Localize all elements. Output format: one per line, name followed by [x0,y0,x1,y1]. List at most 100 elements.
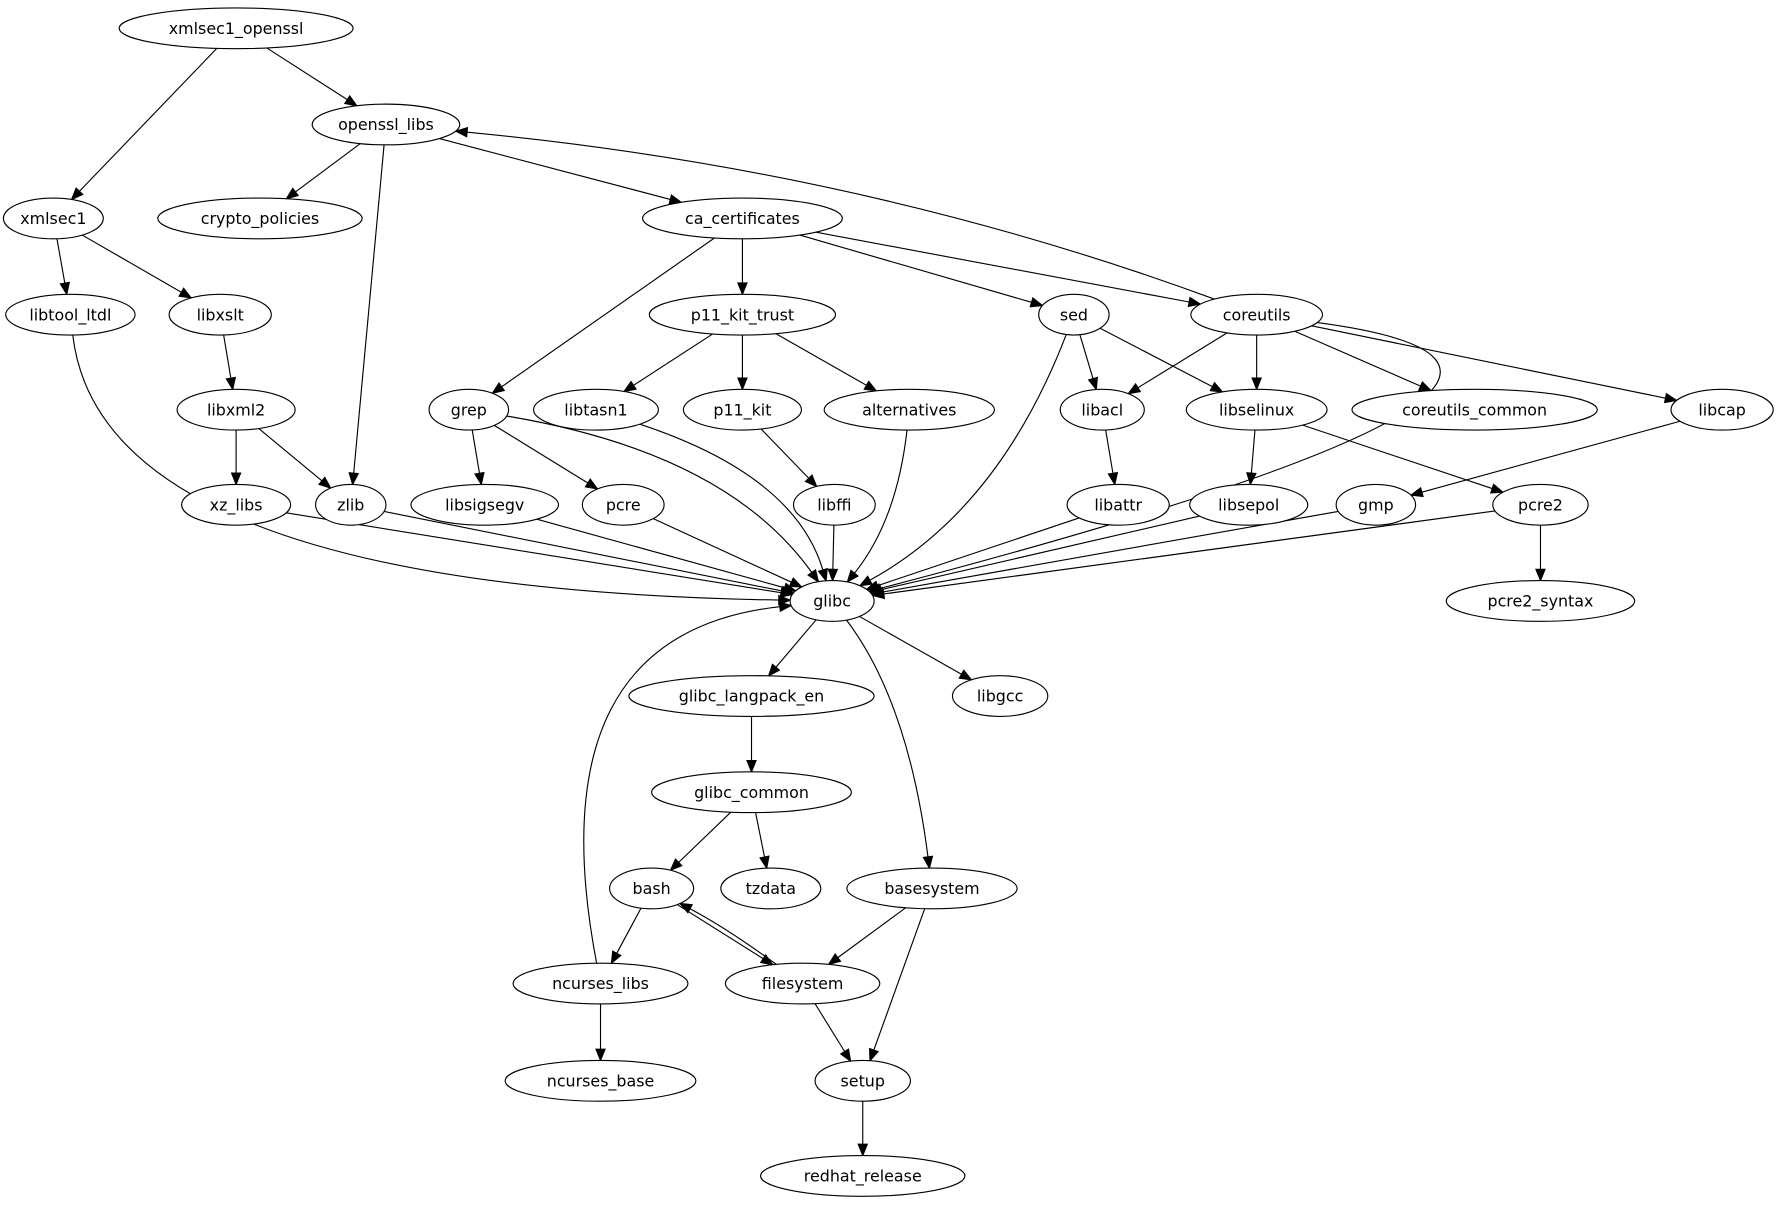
node-libffi[interactable]: libffi [792,483,876,526]
node-label: libxslt [197,305,244,324]
edge-p11_kit_trust-to-libtasn1 [622,333,713,393]
node-ncurses_base[interactable]: ncurses_base [504,1059,697,1102]
arrowhead-icon [817,567,828,583]
arrowhead-icon [958,669,973,681]
arrowhead-icon [669,858,683,872]
edge-glibc_common-to-bash [669,811,732,872]
node-setup[interactable]: setup [814,1059,912,1102]
node-coreutils_common[interactable]: coreutils_common [1351,388,1598,431]
arrowhead-icon [1409,486,1424,498]
arrowhead-icon [225,376,237,391]
node-pcre[interactable]: pcre [581,483,665,526]
node-crypto_policies[interactable]: crypto_policies [157,197,363,240]
node-ca_certificates[interactable]: ca_certificates [641,197,843,240]
edge-glibc-to-glibc_langpack_en [767,619,817,678]
edge-coreutils-to-coreutils_common [1294,330,1433,392]
node-label: glibc_langpack_en [679,687,825,707]
arrowhead-icon [343,94,359,107]
node-sed[interactable]: sed [1038,293,1110,336]
arrowhead-icon [1209,381,1224,393]
arrowhead-icon [610,950,622,965]
node-glibc[interactable]: glibc [789,580,875,622]
node-redhat_release[interactable]: redhat_release [760,1154,966,1197]
node-grep[interactable]: grep [428,388,510,431]
node-label: pcre2 [1518,495,1563,514]
edge-pcre2-to-glibc [871,510,1496,600]
edge-sed-to-libselinux [1099,327,1224,393]
node-pcre2[interactable]: pcre2 [1492,483,1589,526]
node-filesystem[interactable]: filesystem [724,962,881,1005]
node-libselinux[interactable]: libselinux [1185,388,1328,431]
node-label: libxml2 [207,400,265,419]
arrowhead-icon [178,287,193,299]
node-xz_libs[interactable]: xz_libs [181,483,292,526]
node-label: libtasn1 [564,400,627,419]
node-openssl_libs[interactable]: openssl_libs [311,103,461,146]
arrowhead-icon [1663,392,1679,404]
node-label: basesystem [884,879,979,898]
node-label: gmp [1358,495,1394,514]
node-libxslt[interactable]: libxslt [168,293,272,336]
node-ncurses_libs[interactable]: ncurses_libs [512,962,689,1005]
node-libacl[interactable]: libacl [1059,388,1145,431]
node-p11_kit[interactable]: p11_kit [682,388,803,431]
arrowhead-icon [857,1143,869,1158]
edge-pcre2-to-pcre2_syntax [1535,525,1546,583]
node-libsigsegv[interactable]: libsigsegv [410,483,560,526]
node-libtool_ltdl[interactable]: libtool_ltdl [5,293,136,336]
node-pcre2_syntax[interactable]: pcre2_syntax [1445,580,1636,622]
edge-glibc-to-basesystem [846,619,934,870]
edge-sed-to-libacl [1079,334,1099,392]
node-label: sed [1060,305,1088,324]
node-libcap[interactable]: libcap [1670,388,1774,431]
node-label: setup [841,1072,885,1091]
node-libattr[interactable]: libattr [1066,483,1170,526]
node-gmp[interactable]: gmp [1335,483,1417,526]
node-basesystem[interactable]: basesystem [846,867,1018,910]
node-label: xmlsec1_openssl [169,19,304,39]
node-libgcc[interactable]: libgcc [951,675,1049,717]
node-bash[interactable]: bash [609,867,695,910]
node-label: coreutils [1223,305,1291,324]
edge-libselinux-to-pcre2 [1302,424,1505,494]
node-label: libcap [1698,400,1745,419]
arrowhead-icon [871,588,886,600]
arrowhead-icon [767,663,781,678]
arrowhead-icon [348,472,360,486]
arrowhead-icon [922,855,934,870]
node-label: filesystem [762,974,844,993]
node-libsepol[interactable]: libsepol [1189,483,1309,526]
node-glibc_langpack_en[interactable]: glibc_langpack_en [628,675,875,717]
edge-libxml2-to-zlib [258,428,332,490]
node-glibc_common[interactable]: glibc_common [651,771,852,814]
node-zlib[interactable]: zlib [315,483,387,526]
edge-xmlsec1-to-libtool_ltdl [56,238,71,296]
node-label: coreutils_common [1402,400,1547,420]
node-label: openssl_libs [338,115,434,135]
edge-openssl_libs-to-ca_certificates [439,138,683,205]
node-label: redhat_release [804,1167,922,1187]
node-label: libselinux [1219,400,1294,419]
node-label: bash [633,879,671,898]
node-coreutils[interactable]: coreutils [1190,293,1324,336]
edge-xmlsec1_openssl-to-xmlsec1 [70,47,218,201]
node-xmlsec1_openssl[interactable]: xmlsec1_openssl [118,7,354,50]
node-libtasn1[interactable]: libtasn1 [532,388,659,431]
node-label: p11_kit [713,400,771,420]
node-libxml2[interactable]: libxml2 [176,388,296,431]
edge-ca_certificates-to-p11_kit_trust [737,238,748,296]
edge-libsigsegv-to-glibc [536,518,798,593]
edge-p11_kit_trust-to-alternatives [775,333,878,392]
arrowhead-icon [1251,377,1263,391]
arrowhead-icon [737,282,748,296]
arrowhead-icon [759,855,770,870]
node-tzdata[interactable]: tzdata [720,867,822,910]
edge-glibc-to-libgcc [859,615,973,681]
node-alternatives[interactable]: alternatives [823,388,996,431]
arrowhead-icon [788,577,804,588]
node-p11_kit_trust[interactable]: p11_kit_trust [648,293,837,336]
arrowhead-icon [70,187,84,201]
edge-openssl_libs-to-crypto_policies [285,143,361,200]
node-xmlsec1[interactable]: xmlsec1 [2,197,104,240]
arrowhead-icon [1417,380,1433,392]
